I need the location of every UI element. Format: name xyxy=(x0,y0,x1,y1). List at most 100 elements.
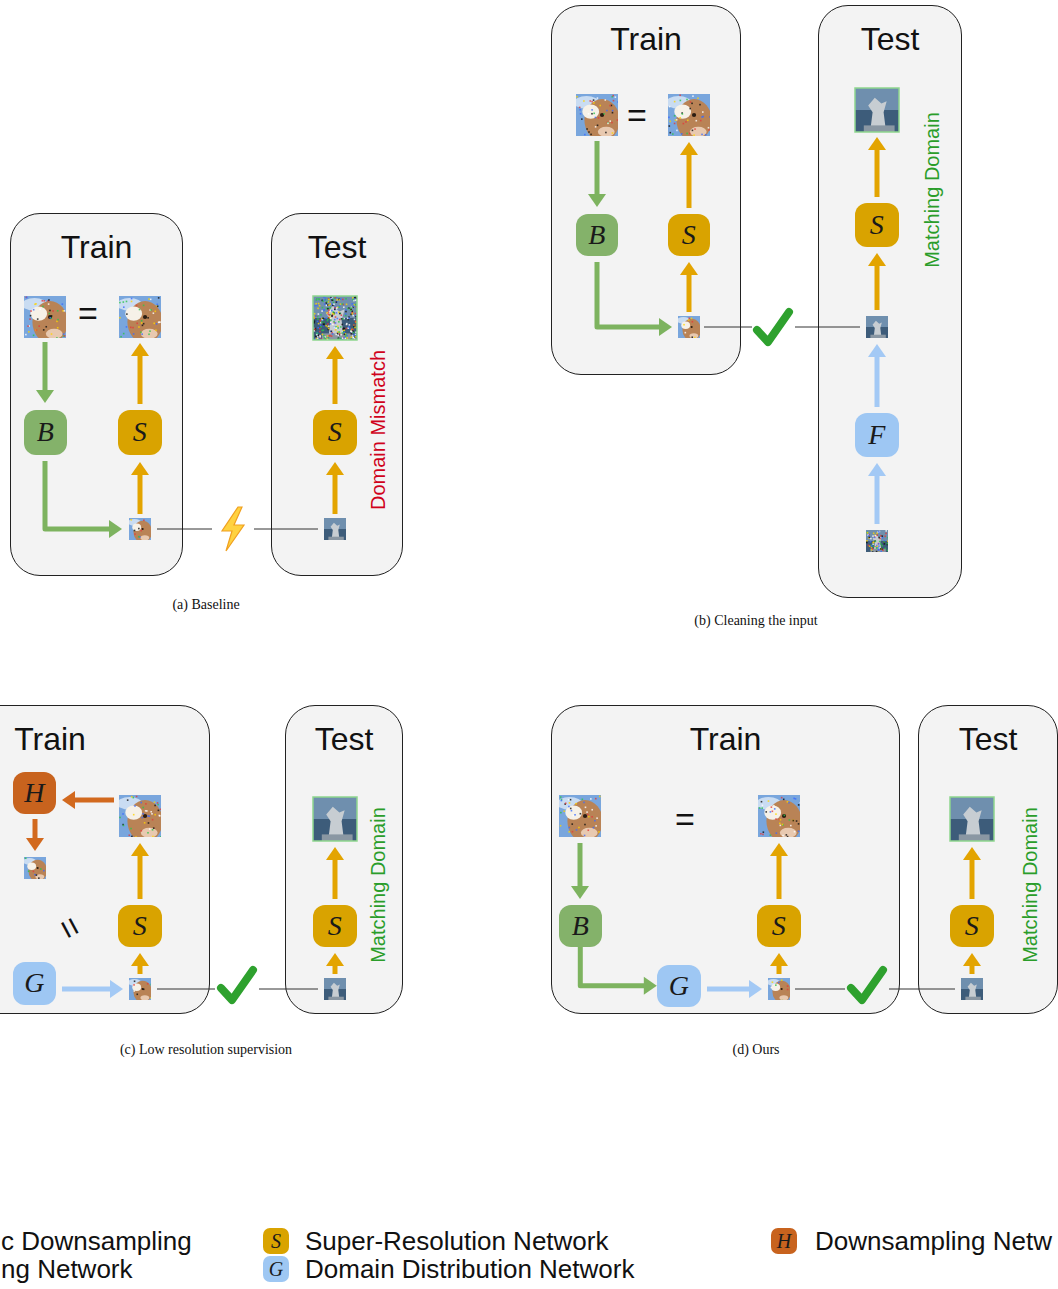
noise-speck xyxy=(338,306,340,308)
noise-speck xyxy=(336,301,338,303)
noise-speck xyxy=(561,800,563,802)
noise-speck xyxy=(324,336,326,338)
noise-speck xyxy=(346,304,348,306)
noise-speck xyxy=(147,983,149,985)
noise-speck xyxy=(796,820,798,822)
noise-speck xyxy=(140,530,142,532)
network-block: S xyxy=(757,905,801,947)
noise-speck xyxy=(353,305,355,307)
noise-speck xyxy=(583,100,585,102)
noise-speck xyxy=(42,306,44,308)
noise-speck xyxy=(328,337,330,339)
noise-speck xyxy=(146,810,148,812)
noise-speck xyxy=(133,333,135,335)
noise-speck xyxy=(147,832,149,834)
noise-speck xyxy=(776,832,778,834)
noise-speck xyxy=(882,537,884,539)
noise-speck xyxy=(675,119,677,121)
noise-speck xyxy=(575,803,577,805)
noise-speck xyxy=(322,300,324,302)
noise-speck xyxy=(318,323,320,325)
stage-panel: BSTrain xyxy=(10,213,183,576)
noise-speck xyxy=(341,318,343,320)
equals-sign: = xyxy=(675,801,695,838)
stage-panel: HSGTrain xyxy=(0,705,210,1014)
arrow-head xyxy=(868,137,886,150)
network-letter: S xyxy=(328,417,342,447)
flow-arrow xyxy=(138,474,143,514)
noise-speck xyxy=(323,324,325,326)
noise-speck xyxy=(354,334,356,336)
noise-speck xyxy=(873,532,875,534)
ground xyxy=(324,978,346,1000)
noise-speck xyxy=(317,308,319,310)
network-block: G xyxy=(13,962,56,1005)
noise-speck xyxy=(143,519,145,521)
swatch-letter: S xyxy=(271,1230,281,1252)
noise-speck xyxy=(788,802,790,804)
noise-speck xyxy=(130,828,132,830)
noise-speck xyxy=(775,984,777,986)
noise-speck xyxy=(331,331,333,333)
noise-speck xyxy=(338,331,340,333)
noise-speck xyxy=(612,95,614,97)
noise-speck xyxy=(331,299,333,301)
noise-speck xyxy=(328,329,330,331)
noise-speck xyxy=(38,325,40,327)
noise-speck xyxy=(591,816,593,818)
noise-speck xyxy=(136,993,138,995)
noise-speck xyxy=(147,317,149,319)
noise-speck xyxy=(143,305,145,307)
noise-speck xyxy=(587,814,589,816)
network-letter: S xyxy=(682,220,696,250)
noise-speck xyxy=(334,297,336,299)
noise-speck xyxy=(679,94,681,96)
noise-speck xyxy=(333,303,335,305)
cow-eye xyxy=(600,113,604,117)
noise-speck xyxy=(690,101,692,103)
noise-speck xyxy=(355,321,357,323)
noise-speck xyxy=(868,535,870,537)
ground xyxy=(855,88,899,132)
noise-speck xyxy=(142,813,144,815)
noise-speck xyxy=(35,329,37,331)
noise-speck xyxy=(591,109,593,111)
noise-speck xyxy=(335,329,337,331)
noise-speck xyxy=(867,534,869,536)
noise-speck xyxy=(330,297,332,299)
noise-speck xyxy=(594,820,596,822)
network-letter: H xyxy=(24,778,44,808)
noise-speck xyxy=(348,326,350,328)
panel-title: Train xyxy=(552,720,899,758)
cow-fluff xyxy=(125,806,142,820)
panel-title: Train xyxy=(11,228,182,266)
noise-speck xyxy=(354,298,356,300)
noise-speck xyxy=(327,320,329,322)
noise-speck xyxy=(793,820,795,822)
noise-speck xyxy=(320,324,322,326)
noise-speck xyxy=(352,313,354,315)
noise-speck xyxy=(327,335,329,337)
noise-speck xyxy=(674,101,676,103)
noise-speck xyxy=(354,297,356,299)
network-letter: B xyxy=(572,911,589,941)
noise-speck xyxy=(708,127,710,129)
noise-speck xyxy=(343,327,345,329)
domain-link xyxy=(795,327,860,328)
noise-speck xyxy=(611,122,613,124)
noise-speck xyxy=(568,806,570,808)
panel-fills xyxy=(0,5,1058,1014)
noise-speck xyxy=(869,536,871,538)
noise-speck xyxy=(872,548,874,550)
noise-speck xyxy=(340,303,342,305)
noise-speck xyxy=(57,319,59,321)
cow-fluff xyxy=(674,105,691,119)
noise-speck xyxy=(157,802,159,804)
noise-speck xyxy=(881,545,883,547)
panel-fill xyxy=(551,705,900,1014)
noise-speck xyxy=(607,122,609,124)
noise-speck xyxy=(761,801,763,803)
panel-title: Test xyxy=(919,720,1057,758)
noise-speck xyxy=(316,299,318,301)
